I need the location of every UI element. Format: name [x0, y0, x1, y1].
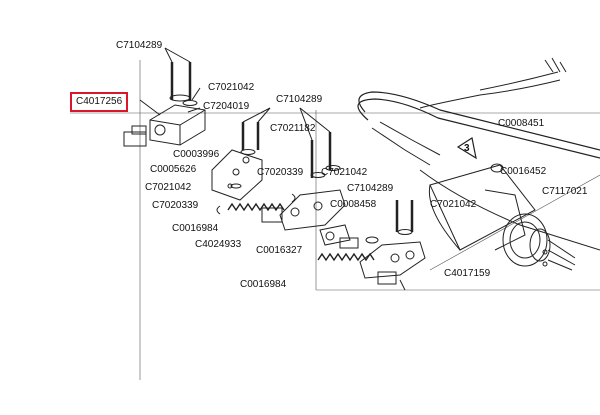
part-label: C0016327	[256, 245, 303, 256]
part-label: C0016984	[172, 223, 219, 234]
part-label: C7021042	[208, 82, 255, 93]
part-label: C0016984	[240, 279, 287, 290]
part-label: C0008458	[330, 199, 377, 210]
highlighted-part-label[interactable]: C4017256	[70, 92, 129, 112]
part-label: C4017159	[444, 268, 491, 279]
part-label: C7021042	[321, 167, 368, 178]
part-label: C7104289	[347, 183, 394, 194]
part-label: C7117021	[542, 186, 588, 197]
part-label: C0005626	[150, 164, 197, 175]
part-label: C7104289	[116, 40, 163, 51]
callout-number: 3	[464, 143, 470, 154]
part-label: C7021042	[430, 199, 477, 210]
part-label: C0016452	[500, 166, 547, 177]
part-label: C0008451	[498, 118, 545, 129]
part-label: C7104289	[276, 94, 323, 105]
part-label: C4024933	[195, 239, 242, 250]
part-label: C7204019	[203, 101, 250, 112]
part-label: C7021182	[270, 123, 316, 134]
part-label: C7021042	[145, 182, 192, 193]
part-label: C7020339	[257, 167, 304, 178]
part-label: C7020339	[152, 200, 199, 211]
part-label: C0003996	[173, 149, 220, 160]
